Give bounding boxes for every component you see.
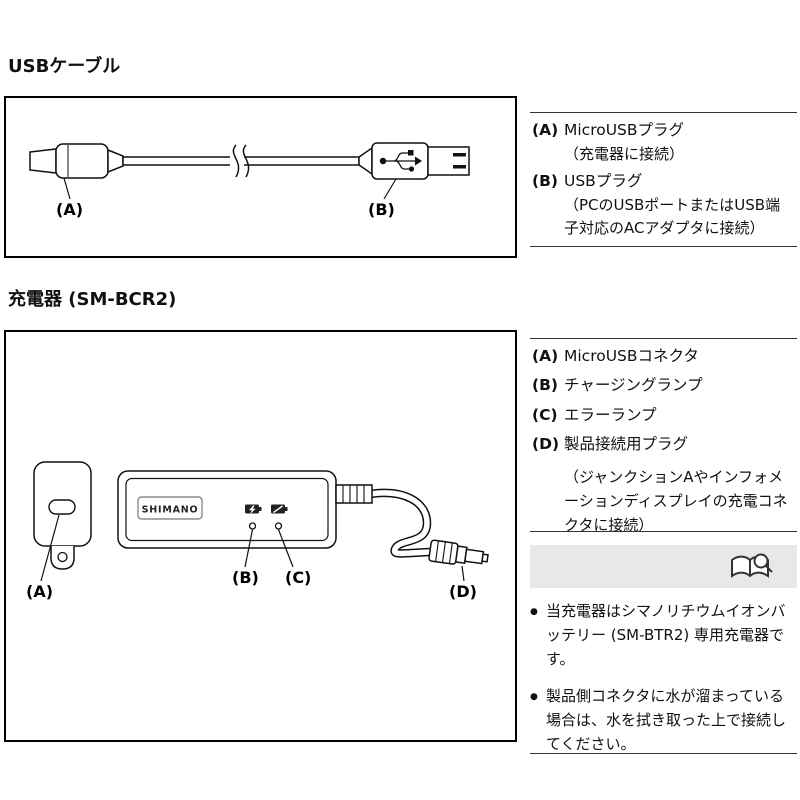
- cable-line-drawing: [122, 144, 360, 178]
- output-cable-drawing: [369, 488, 432, 558]
- micro-usb-plug-drawing: [29, 143, 124, 179]
- legend-item: (C) エラーランプ: [532, 406, 795, 425]
- legend-key: (A): [532, 347, 559, 365]
- charger-side-view-drawing: [33, 461, 92, 570]
- cable-callout-a: (A): [56, 200, 84, 219]
- charger-legend: (A) MicroUSBコネクタ (B) チャージングランプ (C) エラーラン…: [530, 338, 797, 532]
- strain-relief-drawing: [335, 484, 373, 504]
- product-plug-drawing: [428, 539, 489, 565]
- note-item: ● 製品側コネクタに水が溜まっている場合は、水を拭き取った上で接続してください。: [530, 684, 797, 756]
- bottom-rule: [530, 753, 797, 754]
- legend-key: (D): [532, 435, 560, 454]
- legend-label: MicroUSBコネクタ: [564, 347, 699, 365]
- usb-cable-drawing: [29, 142, 470, 200]
- charger-diagram-box: SHIMANO: [4, 330, 517, 742]
- legend-sub: （充電器に接続）: [564, 145, 685, 164]
- reference-note-band: [530, 545, 797, 588]
- note-text: 製品側コネクタに水が溜まっている場合は、水を拭き取った上で接続してください。: [546, 687, 787, 753]
- cable-callout-b: (B): [368, 200, 395, 219]
- legend-item: (D) 製品接続用プラグ: [532, 435, 795, 454]
- legend-item: (A) MicroUSBプラグ: [532, 121, 795, 140]
- notes-list: ● 当充電器はシマノリチウムイオンバッテリー (SM-BTR2) 専用充電器です…: [530, 599, 797, 769]
- book-magnifier-icon: [731, 553, 773, 578]
- charger-callout-d: (D): [449, 582, 477, 601]
- error-lamp-icon: [271, 504, 288, 514]
- usb-a-plug-drawing: [358, 142, 470, 180]
- legend-key: (B): [532, 171, 558, 190]
- leader-lines: [63, 177, 397, 200]
- legend-label: チャージングランプ: [564, 376, 703, 395]
- bullet-marker: ●: [530, 692, 538, 702]
- legend-key: (C): [532, 405, 558, 424]
- note-item: ● 当充電器はシマノリチウムイオンバッテリー (SM-BTR2) 専用充電器です…: [530, 599, 797, 671]
- shimano-logo-text: SHIMANO: [142, 505, 199, 516]
- charging-lamp-led: [248, 522, 257, 530]
- legend-item: (B) チャージングランプ: [532, 376, 795, 395]
- leader-lines: [40, 514, 465, 582]
- legend-sub: （ジャンクションAやインフォメーションディスプレイの充電コネクタに接続）: [564, 467, 788, 532]
- section-heading-charger: 充電器 (SM-BCR2): [8, 289, 177, 310]
- charging-lamp-icon: [245, 504, 262, 514]
- legend-label: USBプラグ: [564, 171, 643, 190]
- bullet-marker: ●: [530, 607, 538, 617]
- usb-cable-legend: (A) MicroUSBプラグ （充電器に接続） (B) USBプラグ （PCの…: [530, 112, 797, 247]
- legend-label: MicroUSBプラグ: [564, 121, 685, 139]
- charger-front-view-drawing: SHIMANO: [117, 470, 337, 549]
- usb-cable-diagram-box: (A) (B): [4, 96, 517, 258]
- charger-drawing: SHIMANO: [33, 461, 489, 582]
- usb-trident-icon: [379, 150, 422, 172]
- charger-callout-c: (C): [285, 568, 312, 587]
- shimano-badge: [137, 496, 203, 520]
- legend-item: (A) MicroUSBコネクタ: [532, 347, 795, 366]
- legend-key: (B): [532, 376, 558, 395]
- legend-key: (A): [532, 121, 559, 139]
- error-lamp-led: [274, 522, 283, 530]
- charger-callout-b: (B): [232, 568, 259, 587]
- section-heading-usb-cable: USBケーブル: [8, 56, 121, 77]
- charger-callout-a: (A): [26, 582, 54, 601]
- legend-item: (B) USBプラグ: [532, 172, 795, 191]
- note-text: 当充電器はシマノリチウムイオンバッテリー (SM-BTR2) 専用充電器です。: [546, 602, 786, 668]
- legend-label: 製品接続用プラグ: [564, 435, 689, 454]
- legend-sub: （PCのUSBポートまたはUSB端子対応のACアダプタに接続）: [564, 196, 781, 237]
- legend-label: エラーランプ: [564, 405, 657, 424]
